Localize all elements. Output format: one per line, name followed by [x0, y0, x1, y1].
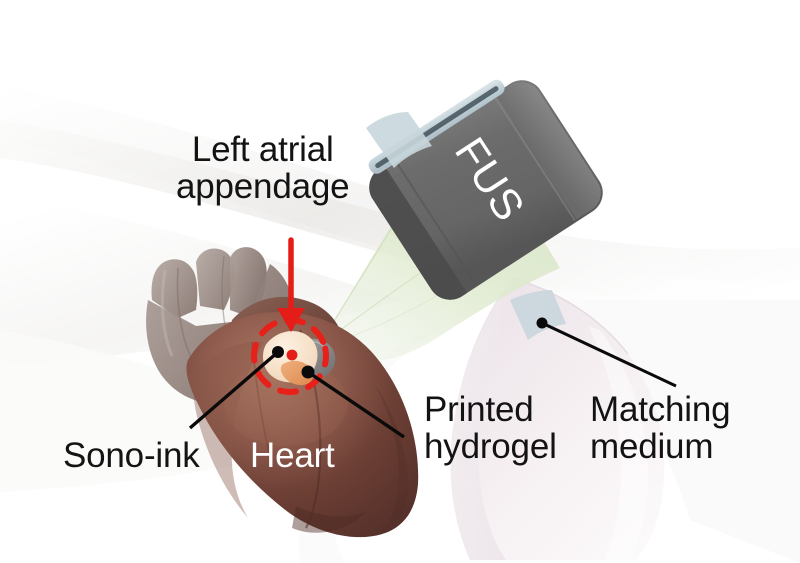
label-laa-line2: appendage — [176, 167, 350, 207]
matching-medium-leader — [541, 321, 677, 388]
heart-leader — [307, 370, 405, 439]
fus-transducer — [366, 79, 603, 340]
red-dashed-circle — [251, 317, 329, 395]
label-matching-medium: Matching medium — [590, 390, 731, 467]
label-heart: Heart — [250, 436, 335, 475]
label-printed-hydrogel: Printed hydrogel — [424, 391, 557, 465]
label-printed-line1: Printed — [424, 390, 534, 429]
sono-ink-leader — [188, 350, 280, 430]
transducer-collar-top — [366, 112, 432, 168]
leader-lines — [188, 317, 677, 439]
transducer-collar-bottom — [510, 290, 566, 340]
label-printed-line2: hydrogel — [424, 427, 557, 467]
label-left-atrial-appendage: Left atrial appendage — [176, 130, 350, 207]
label-sono-ink: Sono-ink — [63, 436, 200, 475]
red-down-arrow — [277, 237, 305, 332]
label-matching-line1: Matching — [590, 390, 731, 429]
label-matching-line2: medium — [590, 427, 714, 467]
sono-ink-marker-dot — [286, 349, 298, 361]
label-laa-line1: Left atrial — [191, 130, 334, 169]
transducer-top-bevel — [496, 82, 601, 220]
